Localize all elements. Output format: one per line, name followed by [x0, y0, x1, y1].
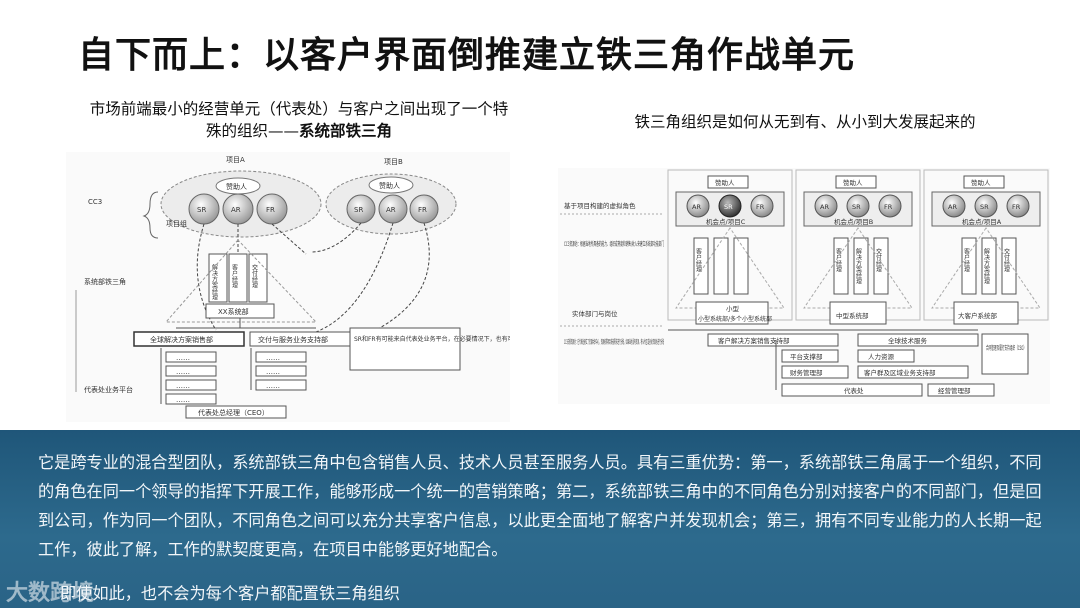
- role-box-delivery-b: 交付经理: [875, 247, 882, 272]
- sponsor-b: 赞助人: [843, 178, 863, 187]
- sponsor-b: 赞助人: [379, 181, 400, 190]
- role-ar-a: AR: [948, 203, 957, 211]
- dots-box-6: ……: [266, 368, 280, 376]
- role-fr-a: FR: [1012, 203, 1021, 211]
- dots-box-4: ……: [176, 396, 190, 404]
- medium-dept: 中型系统部: [836, 311, 869, 320]
- support-pool-text: CC3支撑资源池：在代表处建立了资源共享中心，资源按照项目技能需求进行分配，如果…: [564, 338, 664, 346]
- dots-box-7: ……: [266, 382, 280, 390]
- platform-label: 代表处业务平台: [84, 385, 133, 394]
- role-box-customer-a: 客户经理: [963, 247, 970, 272]
- ceo-box: 代表处总经理（CEO）: [198, 408, 269, 417]
- dots-box-2: ……: [176, 368, 190, 376]
- role-ar-a: AR: [231, 206, 241, 214]
- dots-box-1: ……: [176, 354, 190, 362]
- note-text: SR和FR有可能来自代表处业务平台，在必要情况下，也有可能来自地区部或机关的相关…: [354, 335, 510, 343]
- role-sr-a: SR: [980, 203, 989, 211]
- role-box-customer: 客户经理: [231, 263, 238, 288]
- platform-support-dept: 平台支撑部: [790, 352, 823, 361]
- project-group-label: 项目组: [166, 219, 187, 228]
- hr-dept: 人力资源: [868, 352, 895, 361]
- role-ar-c: AR: [692, 203, 701, 211]
- sponsor-a: 赞助人: [226, 182, 247, 191]
- role-box-solution-a: 解决方案经理: [983, 247, 990, 284]
- role-box-customer-c: 客户经理: [695, 247, 702, 272]
- dots-box-5: ……: [266, 354, 280, 362]
- opp-a: 机会点/项目A: [962, 217, 1002, 226]
- role-ar-b: AR: [386, 206, 396, 214]
- page-title: 自下而上：以客户界面倒推建立铁三角作战单元: [78, 35, 856, 76]
- role-box-delivery-a: 交付经理: [1003, 247, 1010, 272]
- role-sr-c: SR: [724, 203, 733, 211]
- sponsor-a: 赞助人: [971, 178, 991, 187]
- role-box-customer-b: 客户经理: [835, 247, 842, 272]
- system-triangle-label: 系统部铁三角: [84, 277, 126, 286]
- left-caption: 市场前端最小的经营单元（代表处）与客户之间出现了一个特 殊的组织——系统部铁三角: [66, 98, 532, 142]
- left-caption-line2: 殊的组织——系统部铁三角: [205, 122, 393, 140]
- body-paragraph: 它是跨专业的混合型团队，系统部铁三角中包含销售人员、技术人员甚至服务人员。具有三…: [38, 453, 1042, 559]
- dots-box-3: ……: [176, 382, 190, 390]
- system-dept: XX系统部: [218, 307, 249, 316]
- sponsor-c: 赞助人: [715, 178, 735, 187]
- customer-group-dept: 客户群及区域业务支持部: [864, 368, 936, 377]
- role-sr-a: SR: [197, 206, 206, 214]
- project-b-label: 项目B: [384, 158, 403, 166]
- role-box-delivery: 交付经理: [251, 263, 258, 288]
- large-dept: 大客户系统部: [958, 311, 998, 320]
- last-line: 即使如此，也不会为每个客户都配置铁三角组织: [60, 584, 400, 603]
- role-box-solution-b: 解决方案经理: [855, 247, 862, 284]
- entity-label: 实体部门与岗位: [572, 309, 618, 318]
- text-band: [0, 430, 1080, 608]
- virtual-role-label: 基于项目构建的虚拟角色: [564, 201, 636, 210]
- right-caption: 铁三角组织是如何从无到有、从小到大发展起来的: [634, 113, 976, 131]
- role-fr-b: FR: [884, 203, 893, 211]
- right-diagram: 基于项目构建的虚拟角色 CC3资源池：根据当地所具备的能力、组织成熟度和销售/收…: [558, 168, 1050, 404]
- cc3-pool-text: CC3资源池：根据当地所具备的能力、组织成熟度和销售/收入来建立系统部功能部门: [564, 240, 664, 248]
- project-a-label: 项目A: [226, 156, 245, 164]
- ops-dept: 经营管理部: [938, 386, 971, 395]
- left-caption-bold: 系统部铁三角: [299, 122, 393, 140]
- opp-c: 机会点/项目C: [706, 217, 746, 226]
- role-box-solution: 解决方案经理: [211, 263, 218, 300]
- watermark-logo: 大数跨境: [6, 581, 95, 606]
- role-sr-b: SR: [852, 203, 861, 211]
- tech-service-dept: 全球技术服务: [888, 336, 928, 345]
- finance-dept: 财务管理部: [790, 368, 823, 377]
- left-diagram: 项目A 赞助人 SR AR FR 项目组 项目B 赞助人 SR AR FR CC…: [66, 152, 610, 422]
- left-caption-line1: 市场前端最小的经营单元（代表处）与客户之间出现了一个特: [89, 100, 509, 118]
- role-fr-c: FR: [756, 203, 765, 211]
- role-ar-b: AR: [820, 203, 829, 211]
- office-box: 代表处: [844, 386, 864, 395]
- solution-sales-dept: 全球解决方案销售部: [150, 335, 213, 344]
- role-fr-a: FR: [266, 206, 275, 214]
- opp-b: 机会点/项目B: [834, 217, 873, 226]
- sales-support-dept: 客户解决方案销售支持部: [718, 336, 790, 345]
- small-dept: 小型系统部/多个小型系统部: [698, 315, 772, 323]
- contract-dept: 合同管理及履行支持组织（CSO）: [986, 344, 1026, 352]
- role-sr-b: SR: [354, 206, 363, 214]
- delivery-dept: 交付与服务业务支持部: [258, 335, 328, 344]
- small-dept-1: 小型: [726, 304, 740, 313]
- role-fr-b: FR: [418, 206, 427, 214]
- cc3-label: CC3: [88, 198, 102, 206]
